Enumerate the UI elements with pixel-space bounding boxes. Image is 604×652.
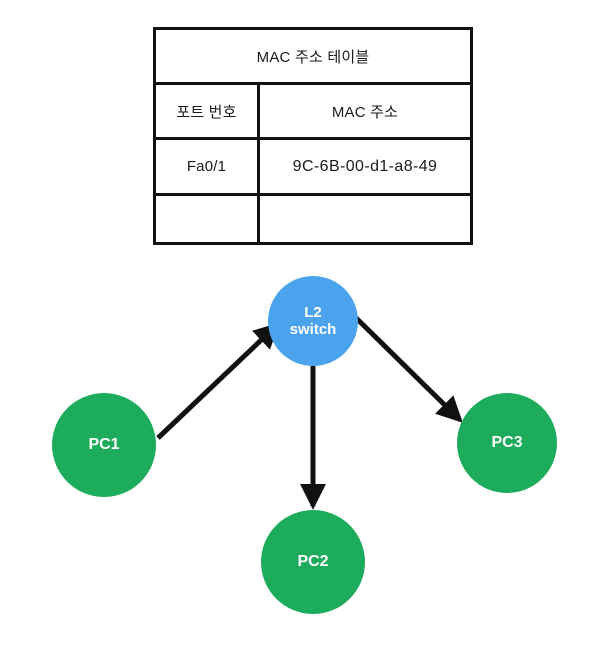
edge-switch-to-pc3 <box>348 310 463 423</box>
node-pc3-label: PC3 <box>491 433 523 451</box>
node-pc3[interactable]: PC3 <box>457 393 557 493</box>
node-pc1[interactable]: PC1 <box>52 393 156 497</box>
node-l2-switch-label-line2: switch <box>289 321 337 338</box>
table-row-empty <box>156 196 470 242</box>
node-l2-switch-label-line1: L2 <box>304 303 322 321</box>
column-header-mac: MAC 주소 <box>331 103 399 121</box>
cell-mac-address: 9C-6B-00-d1-a8-49 <box>292 157 438 175</box>
table-title-row: MAC 주소 테이블 <box>156 30 470 85</box>
node-pc1-label: PC1 <box>88 435 120 453</box>
node-pc2[interactable]: PC2 <box>261 510 365 614</box>
table-row: Fa0/1 9C-6B-00-d1-a8-49 <box>156 140 470 196</box>
node-l2-switch[interactable]: L2 switch <box>268 276 358 366</box>
edge-pc1-to-switch <box>156 322 280 440</box>
node-l2-switch-label: L2 switch <box>290 304 337 339</box>
table-title: MAC 주소 테이블 <box>256 48 370 66</box>
table-header-row: 포트 번호 MAC 주소 <box>156 85 470 140</box>
node-pc2-label: PC2 <box>297 552 329 570</box>
cell-port-number: Fa0/1 <box>156 140 260 193</box>
column-header-port: 포트 번호 <box>156 85 260 137</box>
mac-address-table: MAC 주소 테이블 포트 번호 MAC 주소 Fa0/1 9C-6B-00-d… <box>153 27 473 245</box>
cell-port-number-empty <box>156 196 260 242</box>
